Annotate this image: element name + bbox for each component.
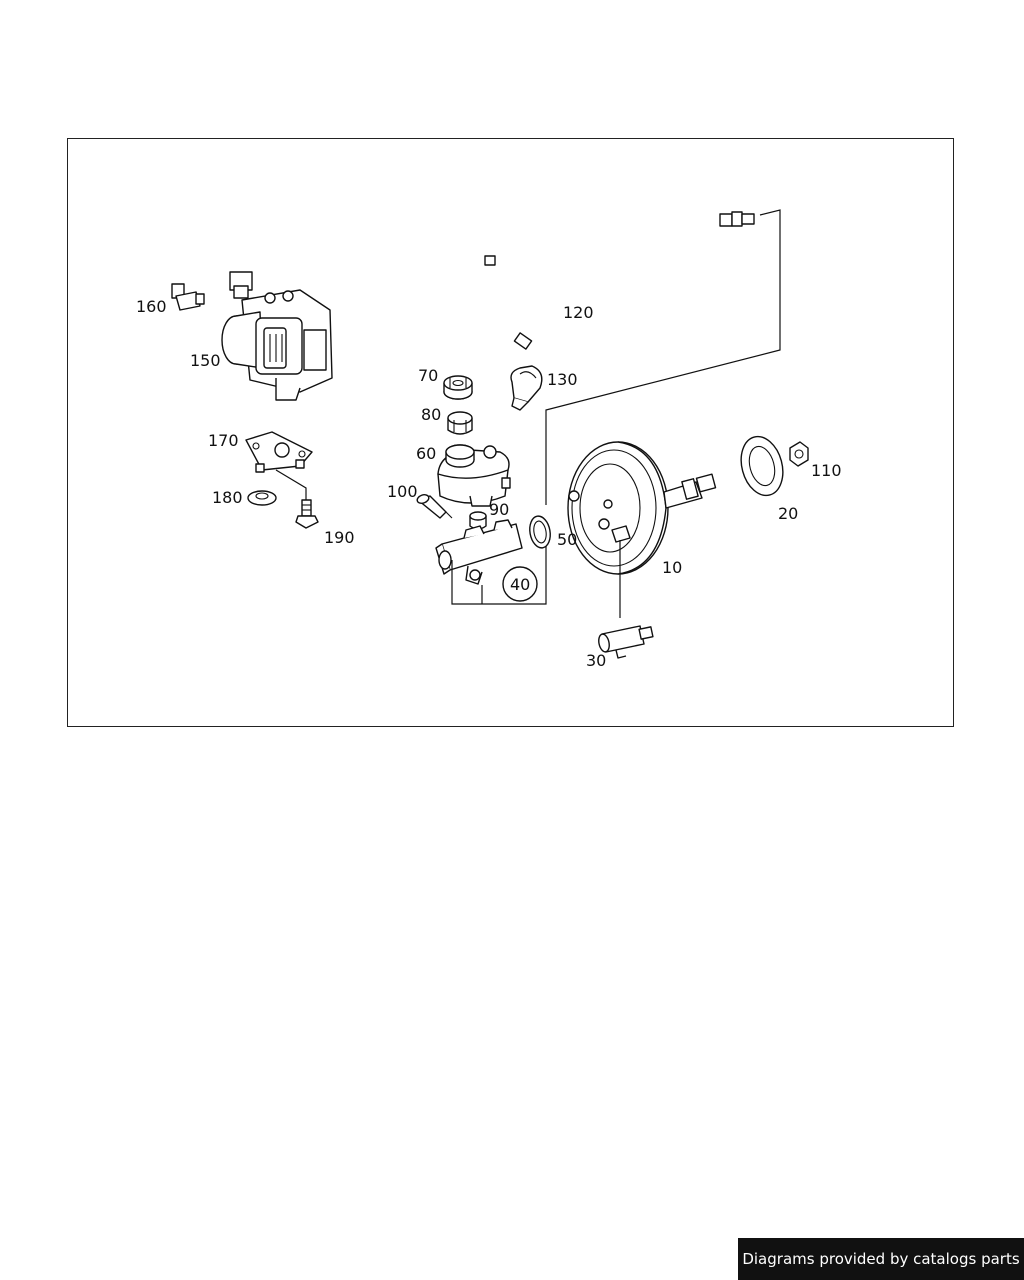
- cap-70[interactable]: [443, 375, 473, 400]
- o-ring-50[interactable]: [527, 515, 552, 550]
- label-60: 60: [416, 444, 436, 463]
- label-120: 120: [563, 303, 594, 322]
- sensor-30[interactable]: [597, 625, 654, 659]
- gasket-20[interactable]: [735, 432, 789, 500]
- nut-110[interactable]: [789, 441, 809, 467]
- master-cylinder-40[interactable]: [435, 519, 523, 585]
- callout-circle-40: [502, 566, 538, 602]
- clamp-130[interactable]: [510, 365, 543, 411]
- bolt-190[interactable]: [295, 499, 319, 529]
- label-160: 160: [136, 297, 167, 316]
- diagram-frame: [67, 138, 954, 727]
- footer-credit-text: Diagrams provided by catalogs parts: [742, 1250, 1020, 1268]
- label-20: 20: [778, 504, 798, 523]
- footer-credit-banner: Diagrams provided by catalogs parts: [738, 1238, 1024, 1280]
- label-190: 190: [324, 528, 355, 547]
- pin-100[interactable]: [416, 493, 453, 519]
- label-130: 130: [547, 370, 578, 389]
- leader-40: [451, 545, 547, 605]
- label-170: 170: [208, 431, 239, 450]
- label-150: 150: [190, 351, 221, 370]
- label-110: 110: [811, 461, 842, 480]
- label-90: 90: [489, 500, 509, 519]
- leader-190: [275, 469, 307, 500]
- bracket-170[interactable]: [245, 431, 313, 473]
- reservoir-60[interactable]: [437, 444, 511, 507]
- strainer-80[interactable]: [447, 411, 473, 435]
- label-180: 180: [212, 488, 243, 507]
- grommet-180[interactable]: [247, 490, 277, 506]
- label-40: 40: [510, 575, 530, 594]
- label-30: 30: [586, 651, 606, 670]
- pressure-sensor-160[interactable]: [171, 283, 205, 311]
- leader-120: [545, 209, 781, 505]
- label-50: 50: [557, 530, 577, 549]
- hydraulic-unit-150[interactable]: [221, 271, 333, 401]
- label-80: 80: [421, 405, 441, 424]
- brake-line-120[interactable]: [456, 211, 755, 351]
- label-70: 70: [418, 366, 438, 385]
- brake-booster-10[interactable]: [567, 441, 717, 575]
- label-10: 10: [662, 558, 682, 577]
- label-100: 100: [387, 482, 418, 501]
